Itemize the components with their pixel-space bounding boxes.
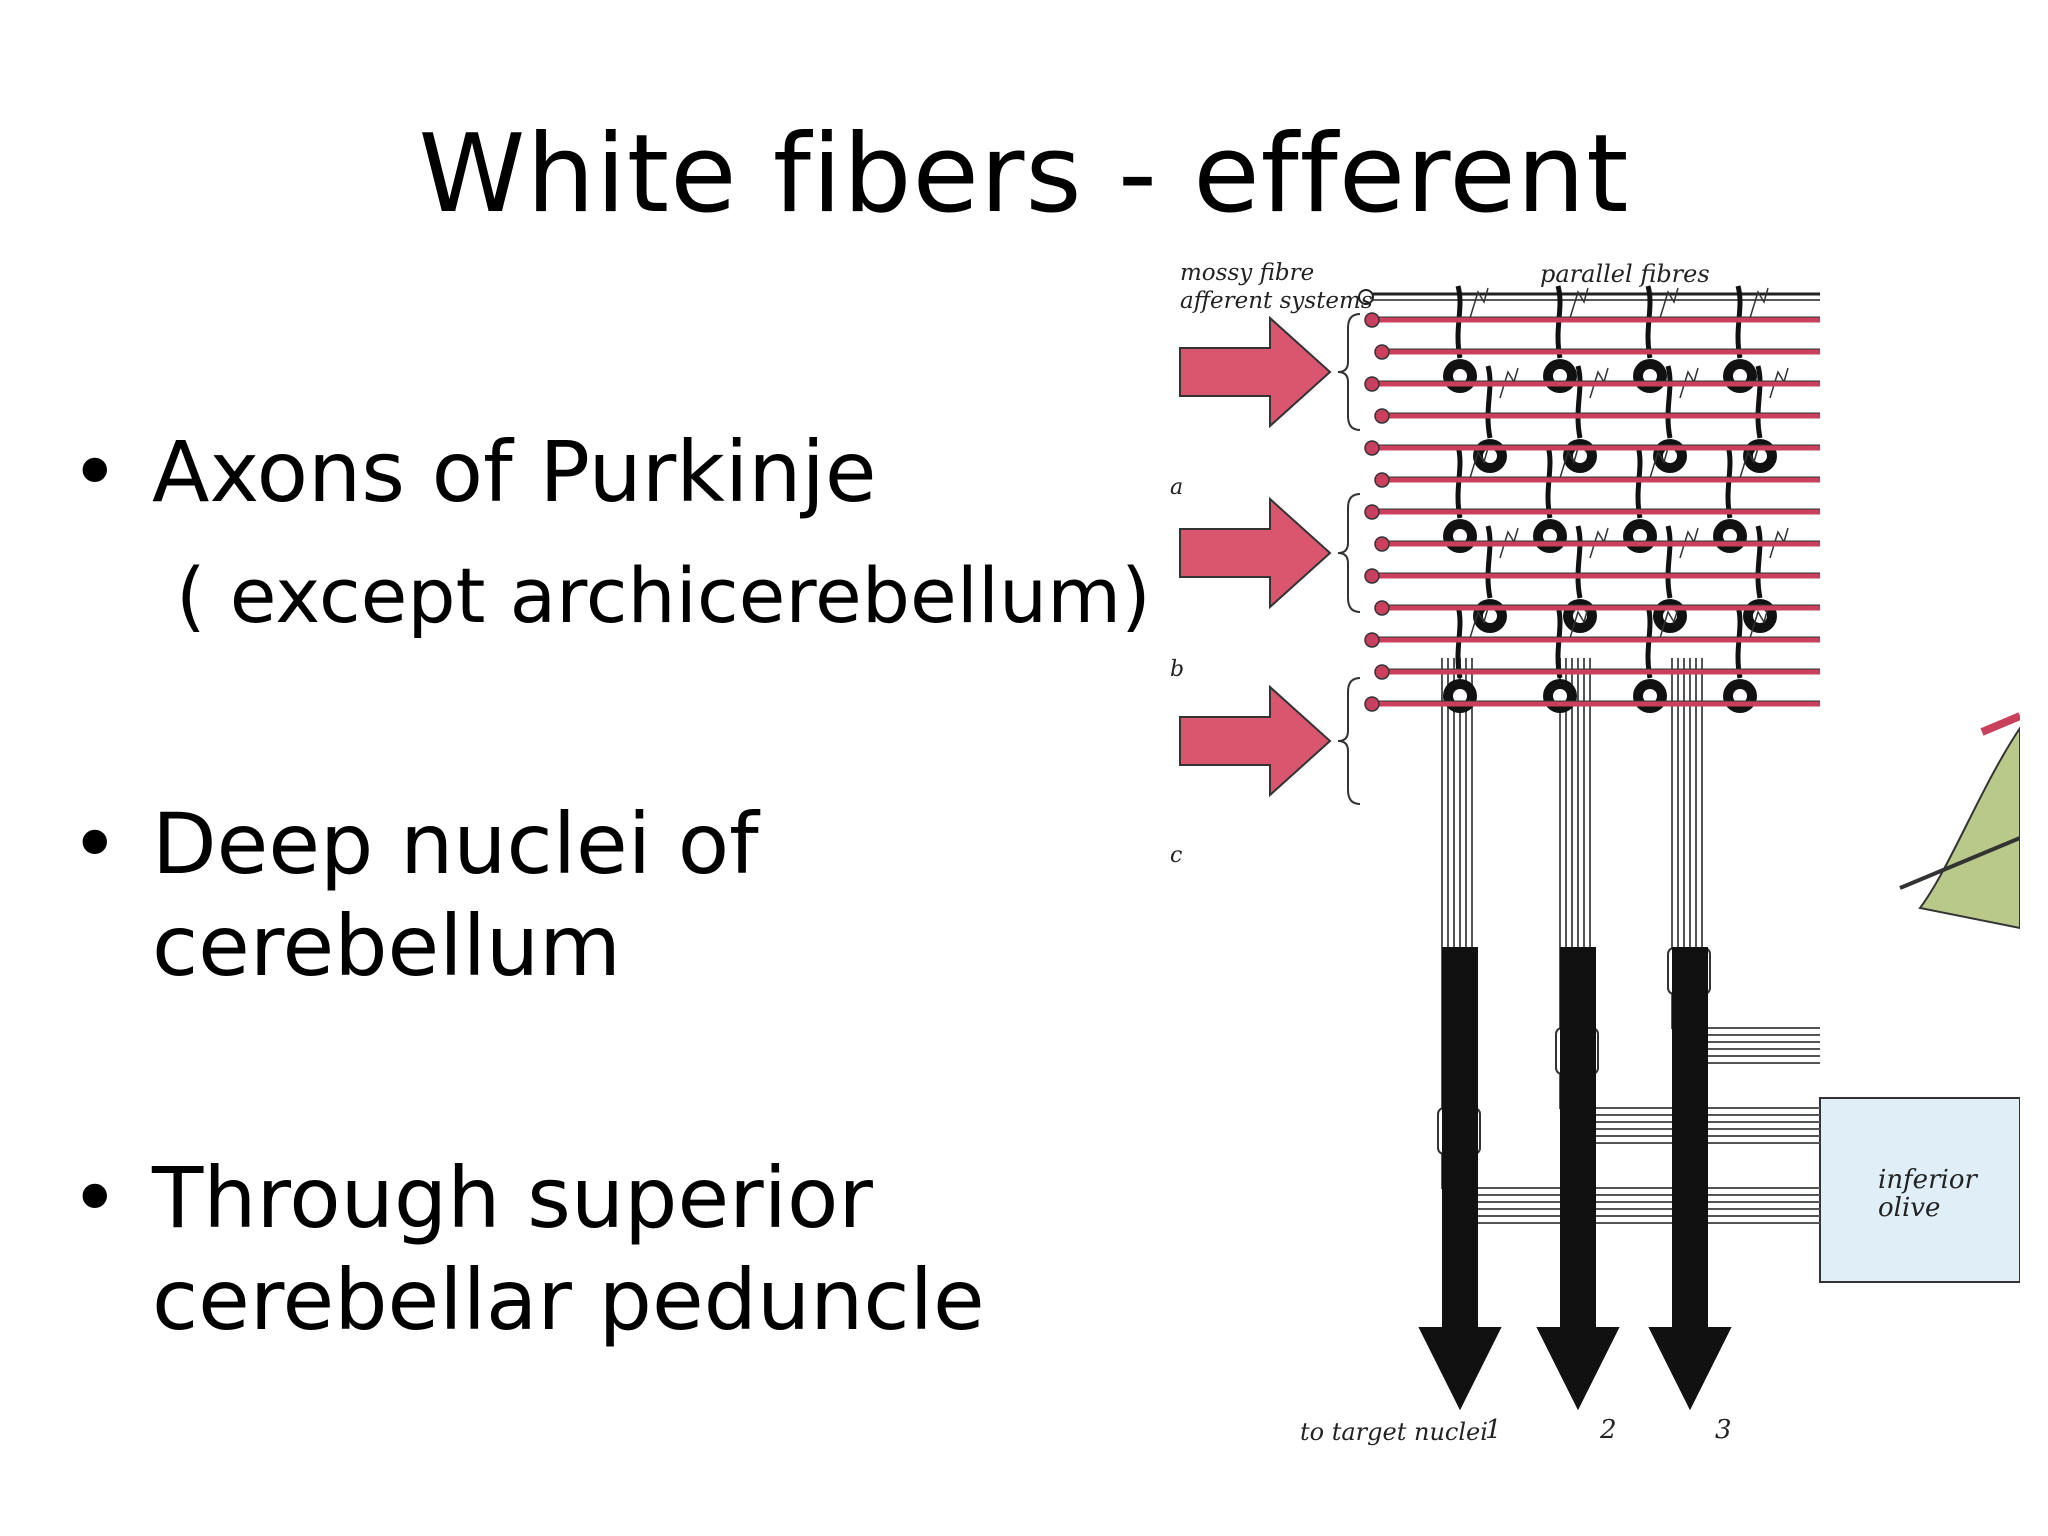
purkinje-nucleus <box>1543 529 1557 543</box>
mossy-fibre-terminal <box>1358 289 1374 305</box>
output-arrow <box>1536 947 1620 1411</box>
fibre-terminal <box>1374 344 1390 360</box>
label-zone-c: c <box>1170 843 1182 868</box>
label-afferent-systems: afferent systems <box>1180 288 1373 314</box>
label-output-2: 2 <box>1599 1415 1617 1445</box>
purkinje-dendrite-branch <box>1569 287 1589 319</box>
bullet-line: Through superior <box>152 1149 873 1247</box>
fibre-terminal <box>1364 632 1380 648</box>
output-arrow <box>1648 947 1732 1411</box>
input-zone-bracket <box>1337 313 1361 431</box>
purkinje-dendrite <box>1665 525 1673 599</box>
purkinje-dendrite-branch <box>1559 447 1579 479</box>
slide-title: White fibers - efferent <box>418 112 1630 237</box>
bullet-line: Deep nuclei of <box>152 795 759 893</box>
purkinje-nucleus <box>1733 689 1747 703</box>
label-zone-a: a <box>1170 475 1183 500</box>
climbing-fibre <box>1459 658 1820 1210</box>
purkinje-dendrite-branch <box>1469 287 1489 319</box>
fibre-terminal <box>1364 568 1380 584</box>
purkinje-dendrite <box>1485 365 1493 439</box>
fibre-terminal <box>1374 600 1390 616</box>
purkinje-dendrite-branch <box>1659 287 1679 319</box>
purkinje-dendrite <box>1755 525 1763 599</box>
purkinje-dendrite-branch <box>1649 447 1669 479</box>
purkinje-dendrite-branch <box>1659 607 1679 639</box>
bullet-subtext: ( except archicerebellum) <box>176 551 1151 640</box>
input-arrow <box>1179 684 1332 798</box>
purkinje-dendrite <box>1485 525 1493 599</box>
input-zone-bracket <box>1337 677 1361 805</box>
label-output-3: 3 <box>1715 1415 1732 1445</box>
climbing-fibre <box>1471 658 1820 1224</box>
cerebellar-circuit-diagram: mossy fibre afferent systems parallel fi… <box>1170 260 2020 1446</box>
input-arrow <box>1179 496 1332 610</box>
purkinje-dendrite <box>1755 365 1763 439</box>
input-zone-layer <box>1179 313 1361 805</box>
purkinje-nucleus <box>1553 369 1567 383</box>
climbing-fibre <box>1695 658 1820 1057</box>
purkinje-dendrite-branch <box>1469 447 1489 479</box>
label-mossy-fibre: mossy fibre <box>1180 260 1314 286</box>
purkinje-dendrite <box>1665 365 1673 439</box>
label-zone-b: b <box>1170 657 1184 682</box>
purkinje-dendrite-branch <box>1739 447 1759 479</box>
label-to-target-nuclei: to target nuclei <box>1300 1418 1488 1446</box>
bullet-line: cerebellar peduncle <box>152 1251 985 1349</box>
purkinje-nucleus <box>1723 529 1737 543</box>
label-inferior: inferior <box>1878 1165 1978 1195</box>
fibre-stub <box>1899 836 2020 890</box>
purkinje-dendrite <box>1575 365 1583 439</box>
label-olive: olive <box>1878 1193 1940 1223</box>
purkinje-nucleus <box>1633 529 1647 543</box>
fibre-terminal <box>1364 376 1380 392</box>
label-parallel-fibres: parallel fibres <box>1540 260 1710 288</box>
fibre-terminal <box>1374 408 1390 424</box>
purkinje-dendrite-branch <box>1469 607 1489 639</box>
fibre-stub <box>1980 712 2020 736</box>
output-arrow-layer <box>1418 947 1732 1411</box>
fibre-terminal <box>1374 664 1390 680</box>
climbing-fibre <box>1701 658 1820 1064</box>
fibre-terminal <box>1364 696 1380 712</box>
purkinje-dendrite <box>1575 525 1583 599</box>
fibre-terminal <box>1374 472 1390 488</box>
fibre-terminal <box>1364 440 1380 456</box>
purkinje-nucleus <box>1643 689 1657 703</box>
fibre-terminal <box>1364 504 1380 520</box>
bullet-marker: • <box>70 423 120 521</box>
purkinje-nucleus <box>1453 689 1467 703</box>
fibre-terminal <box>1364 312 1380 328</box>
purkinje-nucleus <box>1643 369 1657 383</box>
brainstem-fragment <box>1899 712 2020 930</box>
bullet-marker: • <box>70 795 120 893</box>
purkinje-nucleus <box>1453 369 1467 383</box>
input-fibre-layer <box>1364 312 1820 712</box>
input-zone-bracket <box>1337 493 1361 613</box>
purkinje-dendrite-branch <box>1749 287 1769 319</box>
purkinje-dendrite-branch <box>1749 607 1769 639</box>
inferior-olive-box <box>1819 1097 2020 1283</box>
fibre-terminal <box>1374 536 1390 552</box>
purkinje-nucleus <box>1733 369 1747 383</box>
bullet-line: cerebellum <box>152 897 621 995</box>
output-arrow <box>1418 947 1502 1411</box>
leaf-structure <box>1918 726 2020 930</box>
purkinje-nucleus <box>1453 529 1467 543</box>
bullet-marker: • <box>70 1149 120 1247</box>
input-arrow <box>1179 315 1332 429</box>
label-output-1: 1 <box>1485 1415 1502 1445</box>
bullet-text: Axons of Purkinje <box>152 423 877 521</box>
purkinje-nucleus <box>1553 689 1567 703</box>
purkinje-dendrite-branch <box>1569 607 1589 639</box>
climbing-fibre <box>1453 658 1820 1203</box>
climbing-fibre <box>1465 658 1820 1217</box>
climbing-fibre-bundles <box>1437 658 1820 1224</box>
